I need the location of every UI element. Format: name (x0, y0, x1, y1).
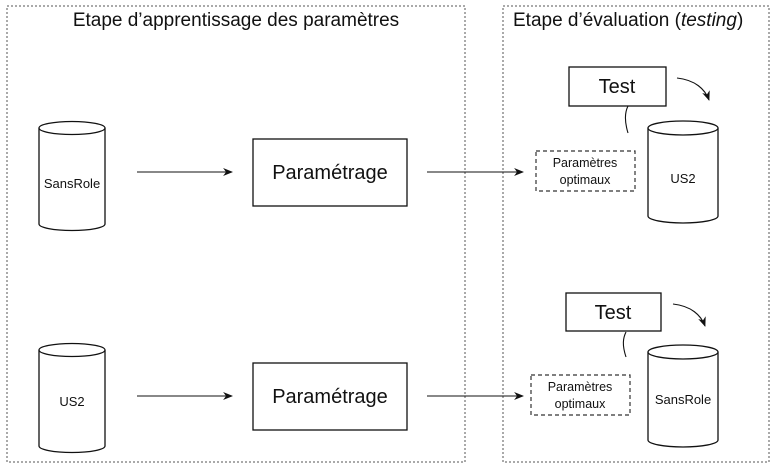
optimal-params-2-line2: optimaux (555, 397, 606, 411)
test-arrow-2 (672, 303, 706, 327)
test-box-1-label: Test (599, 76, 636, 98)
source-database-1-label: SansRole (44, 176, 100, 191)
evaluation-panel (502, 5, 770, 463)
optimal-params-box-2: Paramètres optimaux (530, 374, 631, 416)
test-box-1: Test (568, 66, 667, 107)
test-connector-2 (622, 331, 627, 358)
target-database-1: US2 (647, 120, 719, 224)
parametrage-box-2: Paramétrage (252, 362, 408, 431)
parametrage-box-1-label: Paramétrage (272, 162, 388, 184)
optimal-params-1-line2: optimaux (560, 173, 611, 187)
source-database-2: US2 (38, 342, 106, 454)
parametrage-box-2-label: Paramétrage (272, 386, 388, 408)
test-connector-1 (624, 105, 629, 134)
source-database-2-label: US2 (59, 394, 84, 409)
learning-panel-title: Etape d’apprentissage des paramètres (73, 10, 399, 31)
test-box-2-label: Test (595, 302, 632, 324)
parametrage-box-1: Paramétrage (252, 138, 408, 207)
target-database-1-label: US2 (670, 171, 695, 186)
evaluation-panel-title: Etape d’évaluation (testing) (513, 10, 743, 31)
optimal-params-2-line1: Paramètres (548, 380, 613, 394)
test-box-2: Test (565, 292, 662, 332)
learning-panel (6, 5, 466, 463)
target-database-2-label: SansRole (655, 392, 711, 407)
optimal-params-1-line1: Paramètres (553, 156, 618, 170)
target-database-2: SansRole (647, 344, 719, 448)
test-arrow-1 (676, 77, 710, 101)
source-database-1: SansRole (38, 120, 106, 232)
optimal-params-box-1: Paramètres optimaux (535, 150, 636, 192)
